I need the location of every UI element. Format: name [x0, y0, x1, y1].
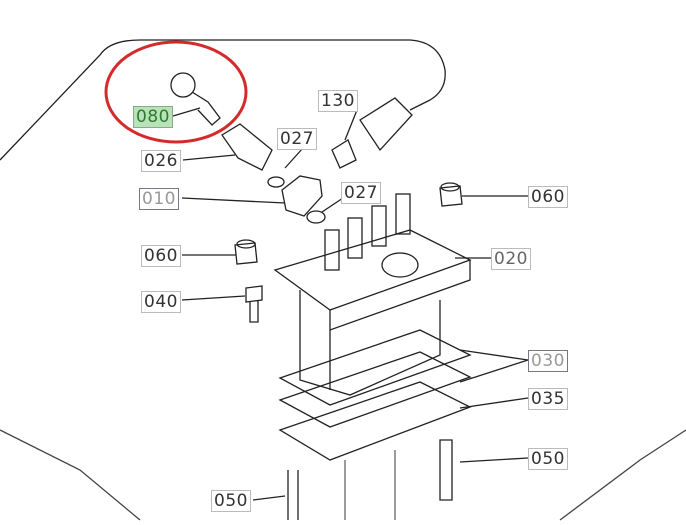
- part-label-080[interactable]: 080: [133, 106, 173, 128]
- part-label-050[interactable]: 050: [211, 490, 251, 512]
- part-label-040[interactable]: 040: [141, 291, 181, 313]
- part-label-010[interactable]: 010: [139, 188, 179, 210]
- part-label-030[interactable]: 030: [528, 350, 568, 372]
- part-label-027[interactable]: 027: [277, 128, 317, 150]
- part-label-020[interactable]: 020: [491, 248, 531, 270]
- highlight-circle: [104, 40, 248, 144]
- fuel-line-outline: [0, 39, 446, 161]
- part-label-027[interactable]: 027: [341, 182, 381, 204]
- part-label-130[interactable]: 130: [318, 90, 358, 112]
- part-label-050[interactable]: 050: [528, 448, 568, 470]
- part-label-060[interactable]: 060: [528, 186, 568, 208]
- part-label-060[interactable]: 060: [141, 245, 181, 267]
- part-label-035[interactable]: 035: [528, 388, 568, 410]
- part-label-026[interactable]: 026: [141, 150, 181, 172]
